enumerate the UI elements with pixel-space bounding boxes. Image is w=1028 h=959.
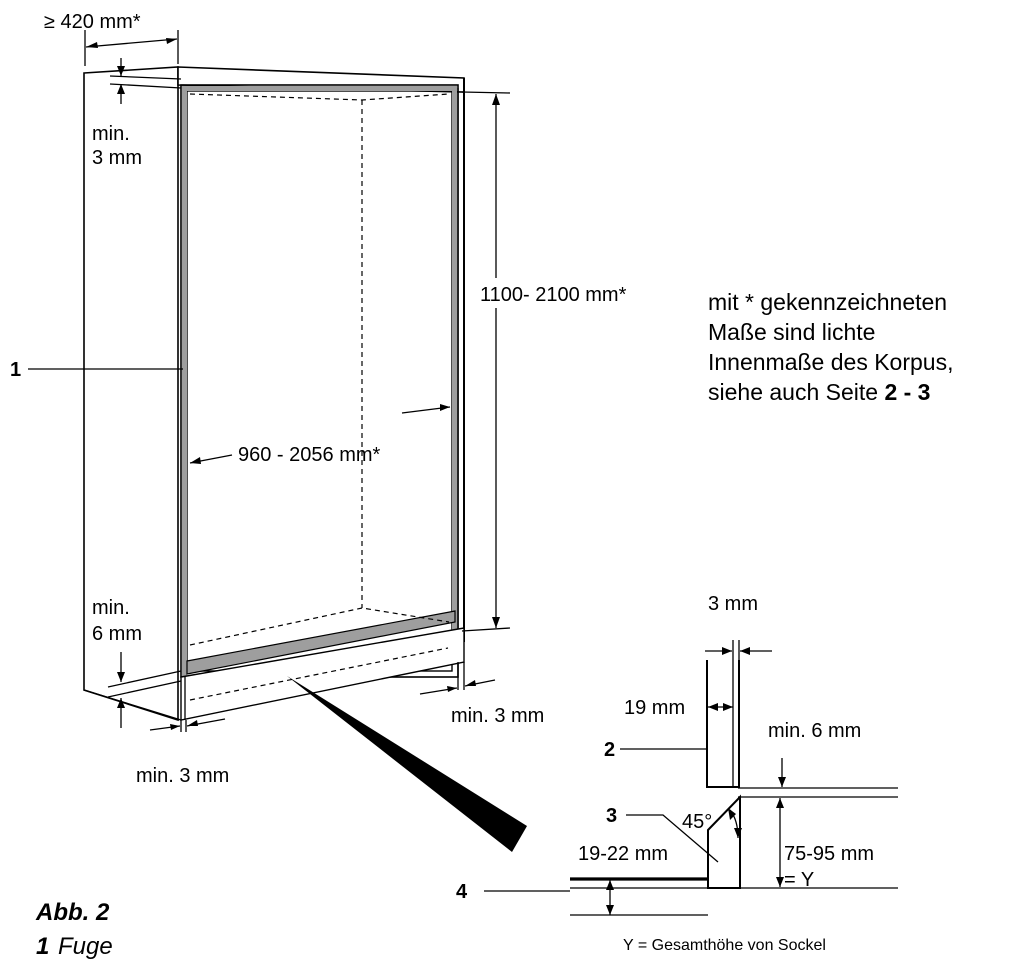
plinth-strip [186, 610, 456, 675]
cabinet-dimensions: ≥ 420 mm* min. 3 mm 1100- 2100 mm* 960 -… [10, 11, 662, 787]
detail-angle-label: 45° [682, 811, 712, 833]
detail-min-gap-label: min. 6 mm [768, 720, 861, 742]
door-frame-inner [186, 90, 453, 672]
top-gap-label-b: 3 mm [92, 147, 142, 169]
note-line-3: Innenmaße des Korpus, [708, 349, 953, 375]
detail-door-thickness-label: 19 mm [624, 697, 685, 719]
callout-4: 4 [456, 881, 468, 903]
note-line-4: siehe auch Seite 2 - 3 [708, 379, 930, 405]
note-line-1: mit * gekennzeichneten [708, 289, 947, 315]
note-line-4-prefix: siehe auch Seite [708, 379, 884, 405]
detail-height-eq-label: = Y [784, 869, 814, 891]
figure-label: Abb. 2 [35, 899, 110, 926]
height-label: 1100- 2100 mm* [480, 284, 627, 306]
callout-2: 2 [604, 739, 615, 761]
detail-gap-label: 3 mm [708, 593, 758, 615]
width-label: 960 - 2056 mm* [238, 444, 381, 466]
cabinet-drawing [83, 66, 527, 852]
plinth-profile [707, 794, 741, 889]
bottom-gap-label-a: min. [92, 597, 130, 619]
detail-plinth-range-label: 19-22 mm [578, 843, 668, 865]
note-block: mit * gekennzeichneten Maße sind lichte … [708, 289, 953, 405]
y-note: Y = Gesamthöhe von Sockel [623, 937, 826, 954]
plinth-detail: 3 mm 19 mm min. 6 mm 45° 75-95 mm = Y [456, 593, 898, 954]
cabinet-side-panel [83, 66, 179, 722]
note-line-2: Maße sind lichte [708, 319, 875, 345]
legend-number: 1 [36, 933, 49, 959]
depth-label: ≥ 420 mm* [44, 11, 141, 33]
legend-text: Fuge [58, 933, 113, 959]
figure-caption: Abb. 2 1 Fuge [35, 899, 113, 959]
callout-3: 3 [606, 805, 617, 827]
top-gap-label-a: min. [92, 123, 130, 145]
door-frame-outer [180, 84, 459, 678]
note-page-ref: 2 - 3 [884, 379, 930, 405]
detail-height-range-label: 75-95 mm [784, 843, 874, 865]
bottom-gap-label-b: 6 mm [92, 623, 142, 645]
side-gap-left-label: min. 3 mm [136, 765, 229, 787]
callout-1: 1 [10, 359, 21, 381]
side-gap-right-label: min. 3 mm [451, 705, 544, 727]
detail-pointer [287, 676, 527, 852]
